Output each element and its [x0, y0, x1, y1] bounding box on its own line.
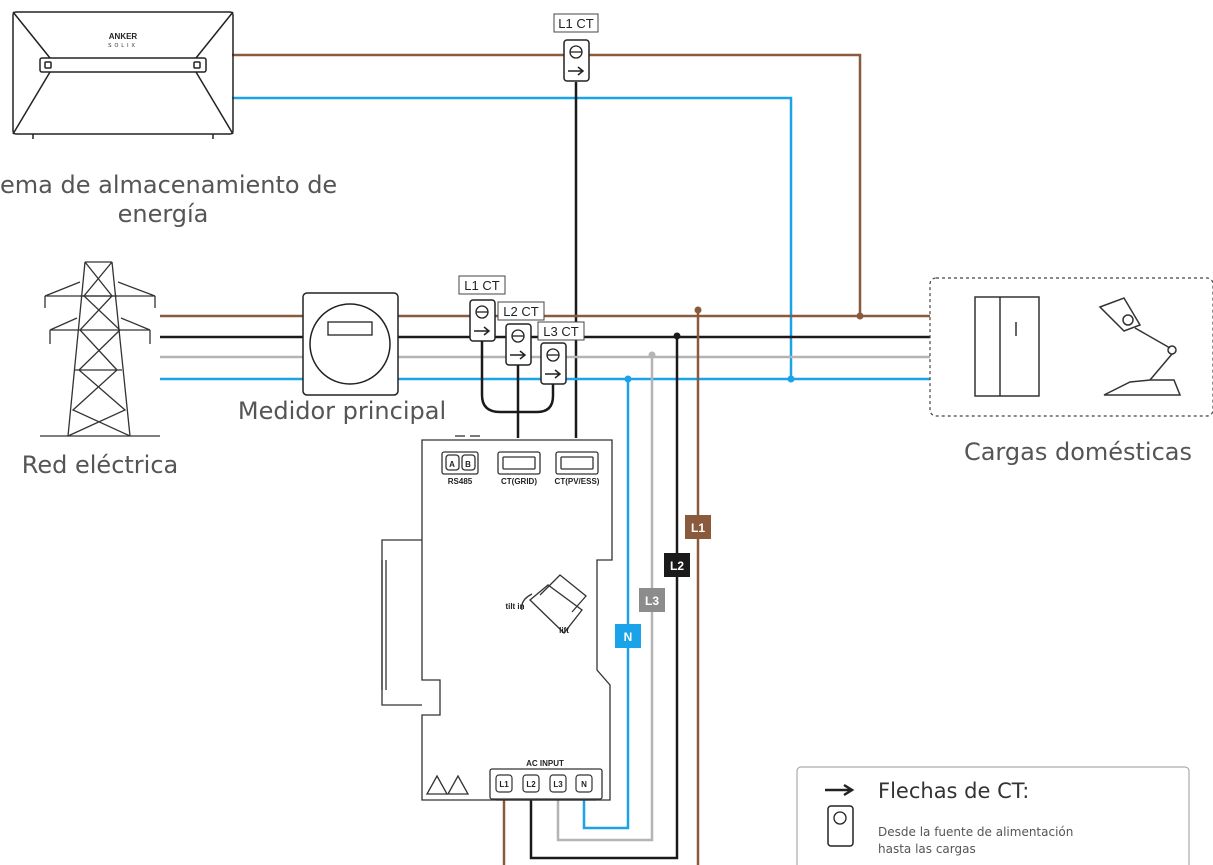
- junction-l1-device: [694, 306, 702, 314]
- top-ct-label: L1 CT: [558, 16, 593, 31]
- wire-tag-n: N: [615, 624, 641, 648]
- smart-meter-device: [381, 435, 613, 801]
- main-meter-icon: [302, 292, 399, 396]
- junction-l2-device: [673, 332, 681, 340]
- ct-l3-label: L3 CT: [543, 324, 578, 339]
- svg-text:N: N: [624, 630, 633, 644]
- legend-desc-1: Desde la fuente de alimentación: [878, 825, 1073, 839]
- ct-l2-label: L2 CT: [503, 304, 538, 319]
- storage-l1-wire: [232, 53, 862, 316]
- svg-text:L2: L2: [670, 559, 684, 573]
- legend-desc-2: hasta las cargas: [878, 842, 976, 856]
- desk-lamp-icon: [1098, 297, 1182, 396]
- port-b: B: [465, 460, 471, 469]
- legend-arrow-icon: [825, 783, 855, 797]
- ct-l3: L3 CT: [537, 321, 585, 385]
- loads-label: Cargas domésticas: [964, 438, 1192, 466]
- wire-tag-l2: L2: [664, 553, 690, 577]
- drop-n: [582, 379, 630, 830]
- ac-input-label: AC INPUT: [526, 759, 564, 768]
- ct-l1: L1 CT: [458, 275, 506, 342]
- ct-l2: L2 CT: [497, 301, 545, 366]
- top-ct: L1 CT: [553, 13, 599, 82]
- brand-logo: ANKER: [109, 32, 138, 41]
- brand-sub: SOLIX: [108, 43, 138, 49]
- ct-grid-label: CT(GRID): [501, 477, 537, 486]
- terminal-l2: L2: [526, 780, 536, 789]
- storage-label-line1: ema de almacenamiento de: [0, 171, 337, 199]
- ct-legend: Flechas de CT: Desde la fuente de alimen…: [796, 766, 1190, 865]
- svg-text:L3: L3: [645, 594, 659, 608]
- junction-l1-storage: [856, 312, 864, 320]
- storage-label-line2: energía: [118, 200, 209, 228]
- terminal-n: N: [581, 780, 587, 789]
- terminal-l1: L1: [499, 780, 509, 789]
- junction-l3-device: [648, 351, 656, 359]
- terminal-l3: L3: [553, 780, 563, 789]
- rs485-label: RS485: [448, 477, 473, 486]
- refrigerator-icon: [974, 296, 1040, 397]
- ac-terminals: L1 L2 L3 N: [495, 774, 593, 793]
- storage-n-wire: [232, 96, 793, 379]
- meter-label: Medidor principal: [238, 397, 446, 425]
- svg-text:L1: L1: [691, 521, 705, 535]
- legend-ct-icon: [827, 805, 854, 847]
- drop-l2: [529, 337, 679, 860]
- wire-tag-l3: L3: [639, 588, 665, 612]
- ct-pv-label: CT(PV/ESS): [555, 477, 600, 486]
- power-tower-icon: [40, 261, 160, 437]
- junction-n-device: [624, 375, 632, 383]
- port-a: A: [449, 460, 455, 469]
- energy-storage-unit: [12, 11, 234, 139]
- lift-label: lift: [559, 626, 569, 635]
- junction-n-storage: [787, 375, 795, 383]
- wire-tag-l1: L1: [685, 515, 711, 539]
- tilt-in-label: tilt in: [505, 602, 524, 611]
- ct-l1-label: L1 CT: [464, 278, 499, 293]
- junction-dots: [624, 306, 864, 383]
- legend-title: Flechas de CT:: [878, 779, 1029, 803]
- grid-label: Red eléctrica: [22, 451, 178, 479]
